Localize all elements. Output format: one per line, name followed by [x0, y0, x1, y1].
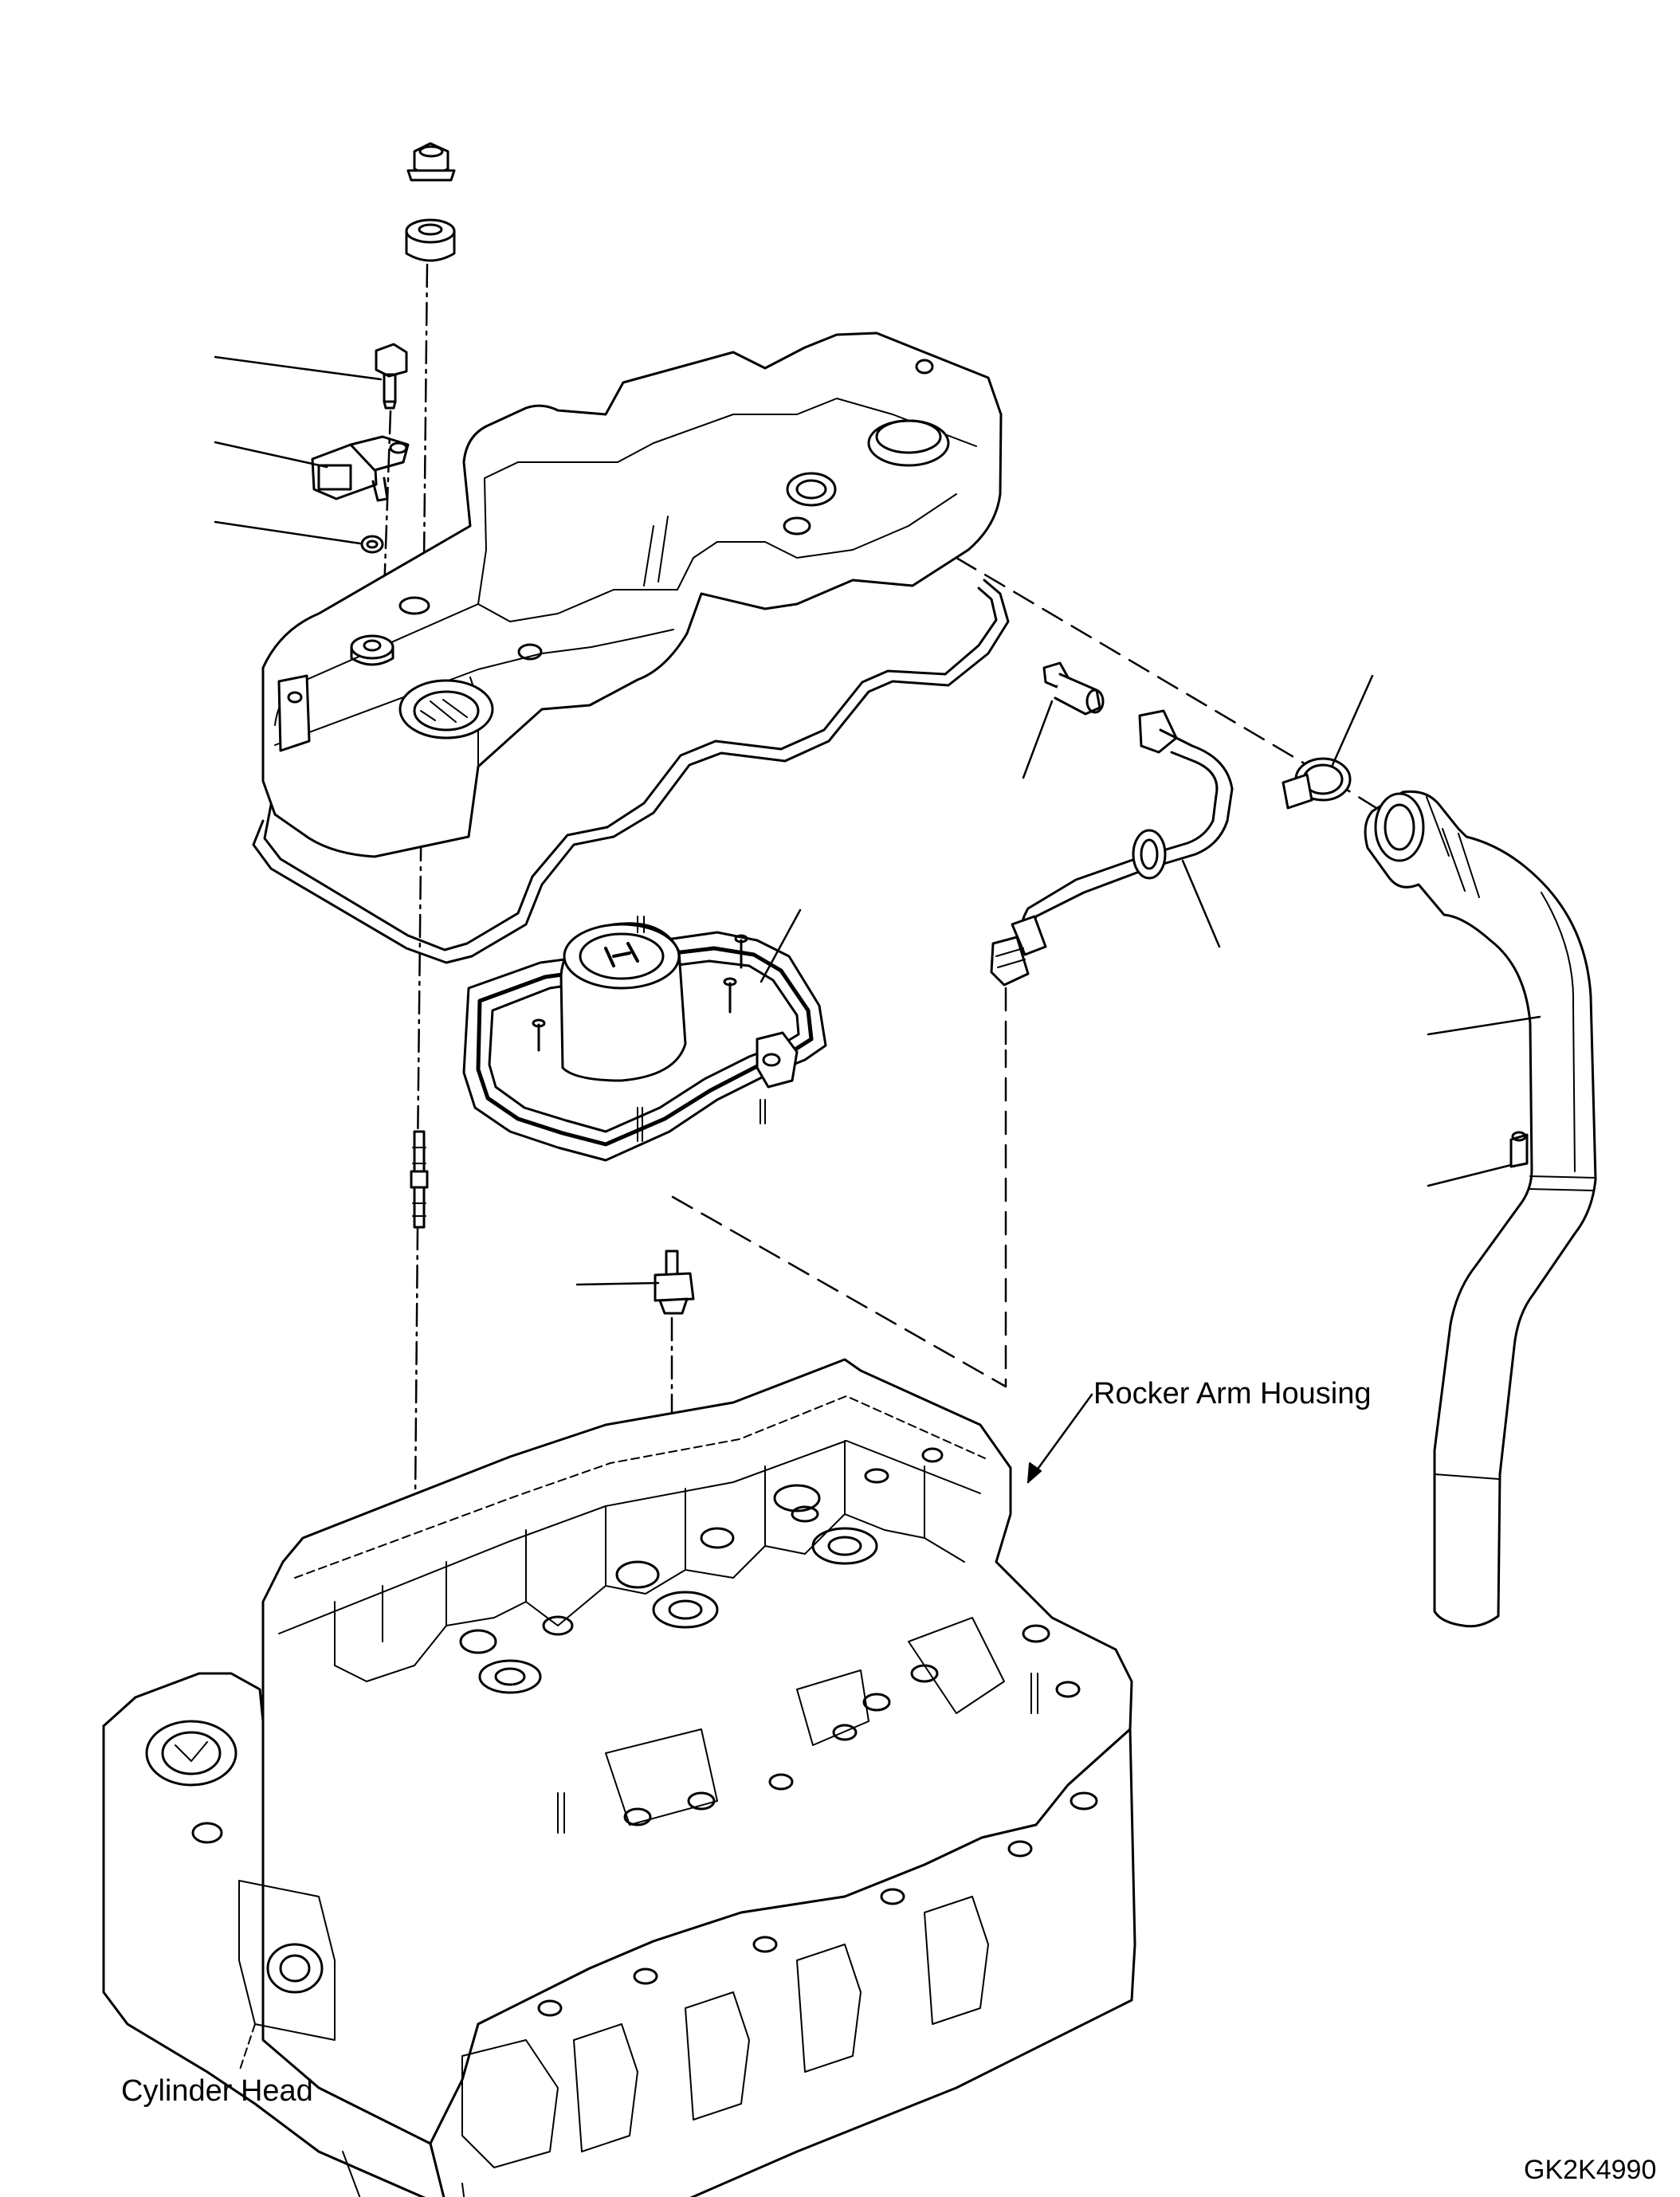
leader-line-hose — [1427, 1015, 1541, 1036]
cylinder-head — [102, 1672, 1136, 2197]
valve-cover — [261, 332, 1003, 858]
leader-line-fitting — [1022, 700, 1054, 779]
hose-fitting — [1042, 661, 1105, 716]
arrowhead-rocker-arm-housing — [1027, 1462, 1042, 1483]
valve-cover-gasket — [252, 579, 1010, 964]
center-line-stud — [416, 263, 429, 1157]
sensor-bolt — [375, 343, 408, 410]
o-ring — [360, 535, 384, 554]
center-line-sensor — [381, 410, 392, 639]
breather-hose — [1364, 790, 1597, 1628]
leader-line-o-ring — [214, 520, 362, 545]
leader-line-tube — [1181, 859, 1221, 948]
center-line-cylinder-head — [238, 2023, 256, 2073]
leader-line-housing-bolt — [575, 1281, 660, 1286]
leader-line-hose-clip — [1427, 1163, 1513, 1187]
housing-bolt — [654, 1250, 695, 1315]
leader-line-clamp — [1331, 674, 1374, 767]
breather-tube — [990, 709, 1234, 987]
pressure-sensor — [311, 435, 410, 502]
washer — [405, 218, 456, 262]
rocker-arm-housing-label: Rocker Arm Housing — [1093, 1377, 1372, 1410]
assembly-boundary-dashes — [671, 1049, 1007, 1388]
hose-clamp — [1282, 757, 1352, 810]
leader-line-bolt — [214, 355, 383, 381]
figure-id: GK2K4990 — [1524, 2155, 1657, 2185]
leader-line-sensor — [214, 441, 328, 469]
crankcase-breather-separator — [462, 916, 827, 1162]
leader-arrow-rocker-arm-housing — [1026, 1393, 1093, 1484]
flange-nut — [406, 142, 456, 182]
cylinder-head-label: Cylinder Head — [121, 2074, 313, 2108]
leader-line-separator — [760, 908, 802, 983]
stud — [410, 1130, 429, 1229]
